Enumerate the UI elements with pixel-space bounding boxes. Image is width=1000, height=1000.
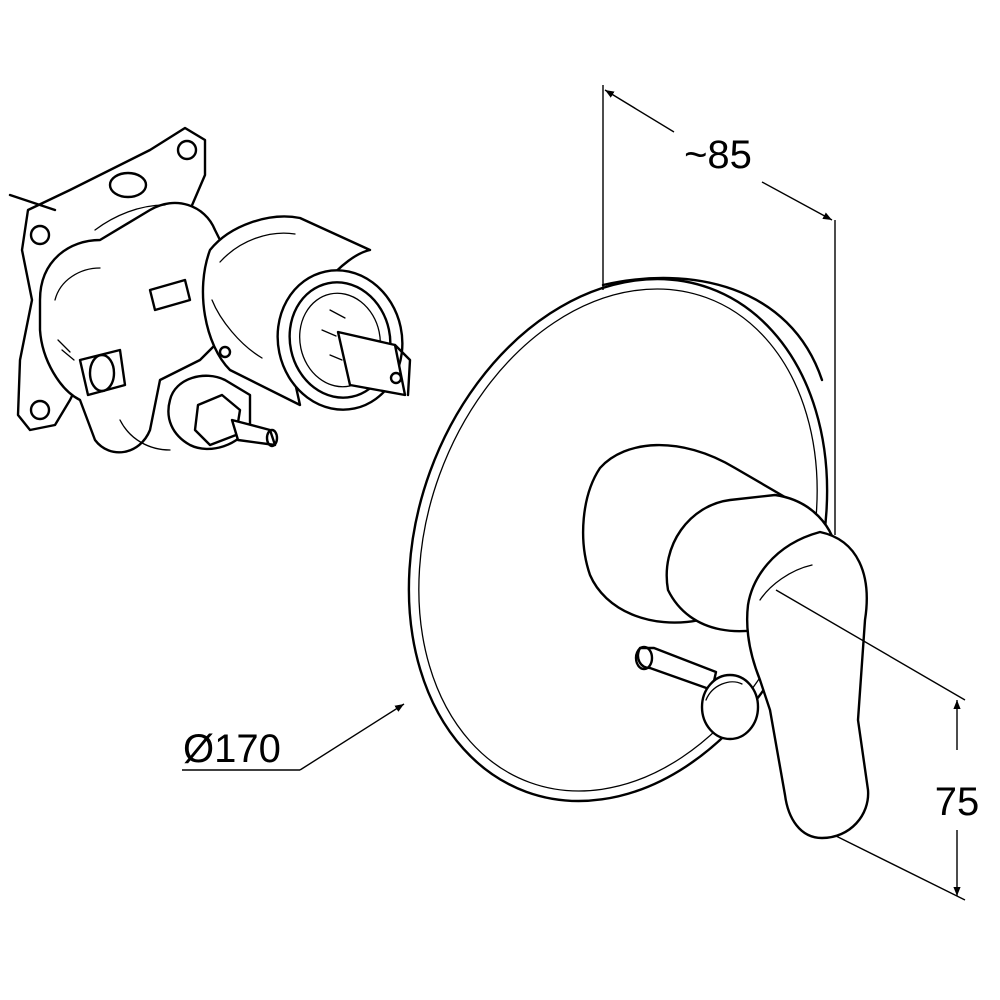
mount-hole-left [29,224,51,246]
rough-in-valve-body [8,126,412,454]
outlet-port-top [108,171,148,199]
diverter-knob [700,673,760,741]
mount-hole-top [176,139,198,161]
depth-dimension: ~85 [602,85,836,535]
diverter-rod [636,646,718,692]
height-dimension-label: 75 [935,780,980,824]
diameter-dimension-label: Ø170 [183,727,281,771]
cartridge-stem [336,330,407,397]
depth-dimension-label: ~85 [684,133,752,177]
clip [148,278,192,312]
diameter-dimension: Ø170 [182,703,405,771]
mount-hole-bottom [29,399,51,421]
trim-assembly [407,276,870,840]
height-dimension: 75 [775,589,980,901]
inlet-pin [8,193,57,212]
mixer-lever [745,530,870,840]
